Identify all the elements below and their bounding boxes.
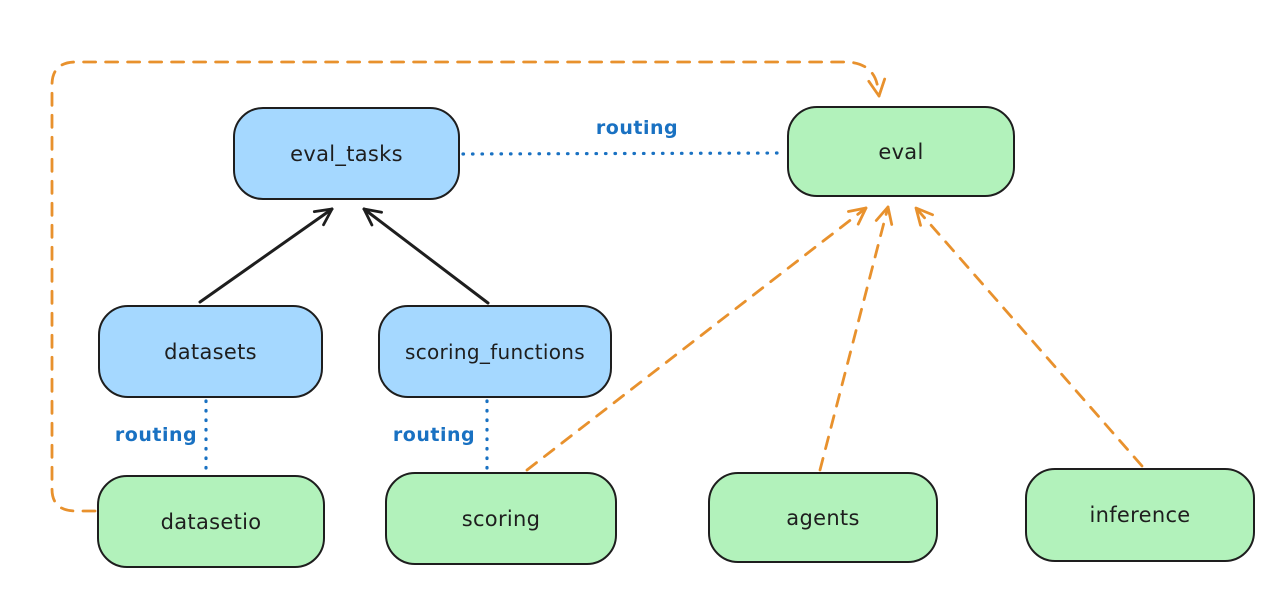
node-datasets: datasets <box>98 305 323 398</box>
node-agents-label: agents <box>786 505 860 530</box>
node-eval-tasks-label: eval_tasks <box>290 141 403 166</box>
edge-label-routing-eval-tasks-eval: routing <box>595 117 679 139</box>
node-eval-label: eval <box>878 139 924 164</box>
node-scoring-functions: scoring_functions <box>378 305 612 398</box>
edge-scoring-to-eval <box>525 206 868 472</box>
edge-agents-to-eval <box>818 205 894 472</box>
edge-eval-tasks-to-eval-routing <box>461 151 787 156</box>
node-agents: agents <box>708 472 938 563</box>
edge-label-routing-datasets-datasetio: routing <box>114 424 198 446</box>
node-inference-label: inference <box>1089 503 1191 527</box>
node-scoring: scoring <box>385 472 617 565</box>
node-datasetio: datasetio <box>97 475 325 568</box>
node-datasetio-label: datasetio <box>160 509 262 534</box>
edge-scoring-functions-to-eval-tasks <box>362 207 490 305</box>
edge-label-routing-scoring-functions-scoring: routing <box>392 424 476 446</box>
node-datasets-label: datasets <box>164 339 257 364</box>
node-scoring-label: scoring <box>461 506 541 531</box>
edge-inference-to-eval <box>914 206 1144 468</box>
node-scoring-functions-label: scoring_functions <box>404 339 586 364</box>
node-eval-tasks: eval_tasks <box>233 107 460 200</box>
node-eval: eval <box>787 106 1015 197</box>
edge-datasets-to-eval-tasks <box>198 207 334 304</box>
node-inference: inference <box>1025 468 1255 562</box>
